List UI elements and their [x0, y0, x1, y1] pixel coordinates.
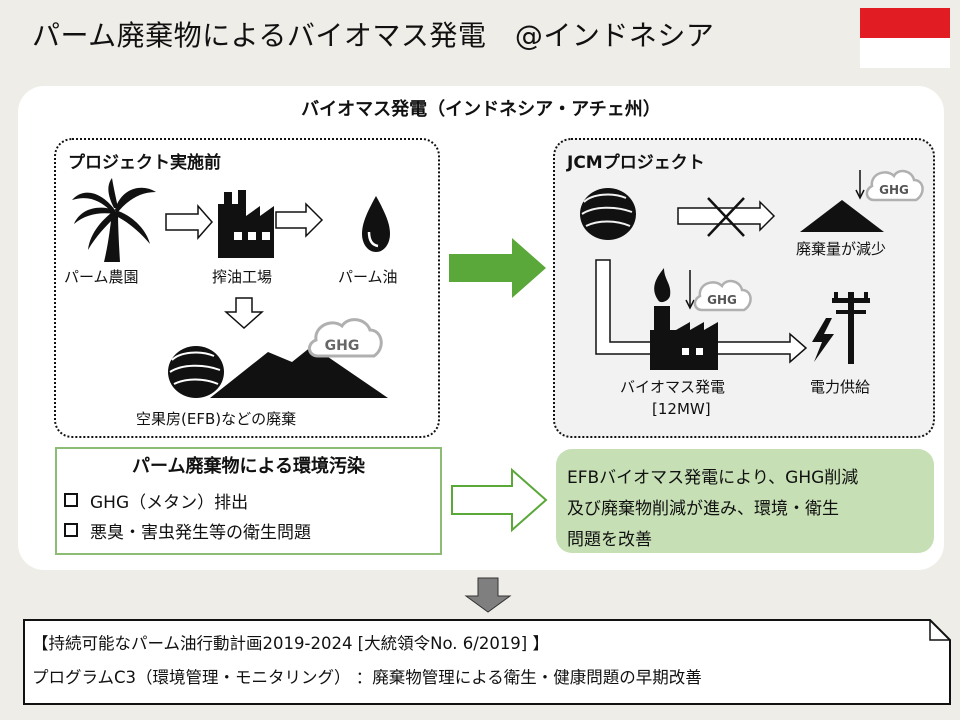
- cross-icon: [707, 197, 745, 237]
- result-box: [556, 449, 934, 553]
- capacity-label: [12MW]: [652, 400, 711, 418]
- policy-line-2: プログラムC3（環境管理・モニタリング） ：廃棄物管理による衛生・健康問題の早期…: [32, 668, 702, 687]
- ghg-label-before: GHG: [325, 338, 360, 354]
- arrow-mill-to-waste: [224, 297, 264, 330]
- pollution-item-label: GHG（メタン）排出: [90, 493, 249, 513]
- indonesia-flag-icon: [860, 8, 950, 68]
- efb-bunch-icon: [168, 346, 224, 398]
- page-title: パーム廃棄物によるバイオマス発電 @インドネシア: [32, 19, 715, 52]
- palm-oil-label: パーム油: [338, 268, 398, 286]
- pollution-item: 悪臭・害虫発生等の衛生問題: [64, 518, 311, 543]
- power-supply-label: 電力供給: [810, 378, 871, 396]
- policy-down-arrow: [464, 577, 512, 613]
- arrow-mill-to-oil: [275, 202, 324, 238]
- checkbox-icon: [64, 523, 78, 537]
- waste-heap-icon: [210, 346, 388, 398]
- biomass-plant-icon: [650, 268, 718, 370]
- checkbox-icon: [64, 493, 78, 507]
- ghg-label-jcm-plant: GHG: [707, 293, 737, 307]
- policy-line-1: 【持続可能なパーム油行動計画2019-2024 [大統領令No. 6/2019]…: [32, 634, 549, 653]
- pollution-to-result-arrow: [451, 467, 548, 533]
- result-line: 問題を改善: [567, 530, 652, 550]
- oil-mill-label: 搾油工場: [212, 268, 273, 286]
- power-pole-icon: [812, 292, 870, 364]
- palm-farm-label: パーム農園: [64, 268, 139, 286]
- before-project-title: プロジェクト実施前: [68, 153, 221, 173]
- oil-drop-icon: [362, 196, 390, 252]
- ghg-cloud-icon: GHG: [308, 318, 383, 358]
- ghg-cloud-jcm-top-icon: GHG: [865, 169, 924, 202]
- result-line: 及び廃棄物削減が進み、環境・衛生: [567, 499, 839, 519]
- pollution-item: GHG（メタン）排出: [64, 488, 248, 513]
- pollution-item-label: 悪臭・害虫発生等の衛生問題: [90, 523, 311, 543]
- reduced-heap-icon: [800, 200, 884, 232]
- jcm-project-title: JCMプロジェクト: [567, 153, 705, 173]
- result-line: EFBバイオマス発電により、GHG削減: [567, 468, 859, 488]
- panel-title: バイオマス発電（インドネシア・アチェ州）: [301, 99, 661, 120]
- oil-mill-icon: [218, 190, 274, 258]
- waste-label: 空果房(EFB)などの廃棄: [136, 410, 297, 428]
- transition-arrow: [449, 238, 546, 298]
- pollution-box: [55, 447, 442, 555]
- ghg-label-jcm-top: GHG: [879, 183, 909, 197]
- palm-tree-icon: [72, 178, 156, 262]
- policy-box: [23, 619, 951, 705]
- pollution-title: パーム廃棄物による環境汚染: [132, 456, 365, 477]
- biomass-plant-label: バイオマス発電: [620, 378, 726, 396]
- waste-reduced-label: 廃棄量が減少: [796, 240, 887, 258]
- ghg-cloud-jcm-plant-icon: GHG: [693, 279, 752, 312]
- arrow-farm-to-mill: [165, 204, 213, 240]
- efb-bunch-jcm-icon: [580, 188, 636, 240]
